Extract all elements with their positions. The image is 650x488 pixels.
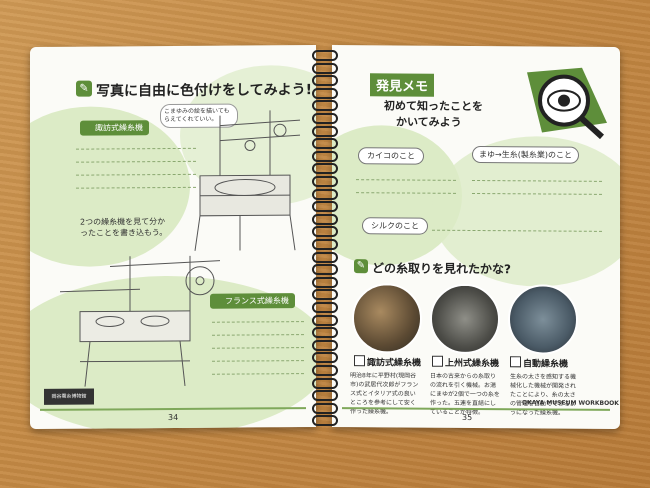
museum-logo: 岡谷蚕糸博物館 — [44, 388, 94, 405]
section-title: どの糸取りを見れたかな? — [372, 261, 511, 277]
writing-lines — [356, 167, 456, 194]
spiral-ring — [312, 113, 338, 124]
spiral-ring — [312, 50, 338, 61]
footer-workbook-title: OKAYA MUSEUM WORKBOOK — [522, 399, 619, 407]
photo-joshu-loom — [430, 283, 500, 355]
spiral-ring — [312, 62, 338, 74]
pencil-icon: ✎ — [76, 80, 92, 97]
spiral-ring — [312, 138, 338, 150]
spiral-ring — [312, 415, 338, 427]
spiral-ring — [312, 365, 338, 376]
suwa-loom-illustration — [194, 110, 301, 251]
spiral-ring — [312, 163, 338, 175]
label-france-loom: フランス式繰糸機 — [210, 293, 295, 309]
memo-subtitle-1: 初めて知ったことを — [384, 99, 483, 114]
spiral-ring — [312, 402, 338, 414]
spiral-ring — [312, 100, 338, 112]
checkbox-auto[interactable]: 自動繰糸機 — [510, 356, 568, 370]
spiral-ring — [312, 314, 338, 326]
spiral-ring — [312, 276, 338, 288]
france-loom-illustration — [59, 255, 221, 387]
checkbox-joshu[interactable]: 上州式繰糸機 — [432, 355, 499, 369]
discovery-memo-title: 発見メモ — [370, 73, 435, 97]
spiral-ring — [312, 377, 338, 389]
spiral-ring — [312, 226, 338, 238]
label-suwa-loom: 諏訪式繰糸機 — [80, 120, 149, 136]
memo-mayu-label: まゆ→生糸(製糸業)のこと — [472, 145, 579, 164]
memo-kaiko-label: カイコのこと — [358, 147, 424, 165]
spiral-ring — [312, 239, 338, 250]
bullet-icon — [216, 298, 221, 304]
spiral-ring — [312, 264, 338, 276]
spiral-ring — [312, 125, 338, 137]
spiral-ring — [312, 150, 338, 162]
writing-lines — [212, 309, 304, 375]
photo-suwa-loom — [352, 283, 422, 354]
spiral-ring — [312, 213, 338, 225]
magnifier-eye-icon — [527, 67, 607, 140]
spiral-ring — [312, 302, 338, 313]
spiral-ring — [312, 87, 338, 99]
desc-auto: 生糸の太さを感知する機械化した機械が開発されたことにより、糸の太さの管理を自動で… — [510, 373, 577, 417]
checkbox-suwa[interactable]: 諏訪式繰糸機 — [354, 355, 421, 369]
writing-lines — [432, 217, 602, 232]
spiral-ring — [312, 339, 338, 351]
bullet-icon — [86, 125, 91, 131]
open-workbook: ✎ 写真に自由に色付けをしてみよう! こまゆみの絵を描いてもらえてくれていい。 … — [30, 36, 620, 436]
spiral-ring — [312, 75, 338, 87]
spiral-ring — [312, 176, 338, 187]
left-page: ✎ 写真に自由に色付けをしてみよう! こまゆみの絵を描いてもらえてくれていい。 … — [30, 45, 316, 429]
desc-joshu: 日本の古来からの糸取りの流れを引く機械。お湯にまゆが2個で一つの糸を作った。五連… — [430, 372, 500, 417]
page-number-left: 34 — [168, 412, 179, 423]
spiral-ring — [312, 201, 338, 213]
photo-auto-loom — [508, 284, 578, 355]
pencil-icon: ✎ — [354, 259, 368, 274]
page-number-right: 35 — [462, 412, 473, 422]
spiral-ring — [312, 390, 338, 402]
spiral-binding — [312, 44, 338, 430]
compare-note: 2つの繰糸機を見て分かったことを書き込もう。 — [80, 217, 168, 238]
desc-suwa: 明治8年に平野村(現岡谷市)の武居代次郎がフランス式とイタリア式の良いところを参… — [350, 372, 419, 416]
memo-subtitle-2: かいてみよう — [396, 115, 462, 129]
writing-lines — [76, 135, 196, 189]
spiral-ring — [312, 327, 338, 339]
spiral-ring — [312, 188, 338, 200]
spiral-ring — [312, 289, 338, 301]
left-page-title: 写真に自由に色付けをしてみよう! — [96, 82, 312, 100]
spiral-ring — [312, 251, 338, 263]
right-page: 発見メモ 初めて知ったことを かいてみよう カイコのこと まゆ→生糸(製糸業)の… — [332, 44, 620, 430]
spiral-ring — [312, 352, 338, 364]
writing-lines — [472, 167, 602, 195]
memo-silk-label: シルクのこと — [362, 217, 428, 235]
